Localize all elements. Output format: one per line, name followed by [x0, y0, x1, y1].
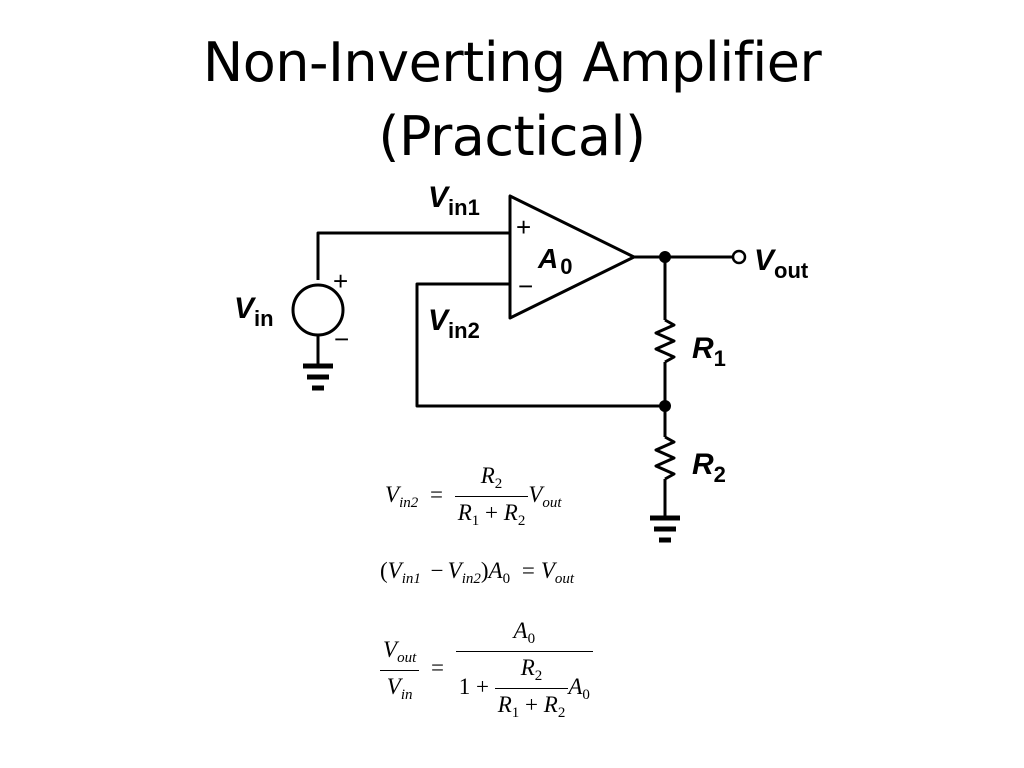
source-minus-sign: − — [334, 324, 349, 354]
slide-title: Non-Inverting Amplifier (Practical) — [0, 26, 1024, 174]
op-amp-icon — [508, 194, 636, 320]
opamp-plus-sign: + — [516, 212, 531, 242]
label-vin2: Vin2 — [428, 304, 480, 343]
resistor-r1-icon — [654, 318, 676, 364]
label-r1: R1 — [692, 332, 726, 371]
equation-vin2: Vin2 = R2 R1 + R2 Vout — [385, 463, 562, 530]
wire-vin2-feedback — [415, 282, 665, 408]
output-terminal-icon — [731, 249, 747, 265]
junction-dot-icon — [659, 251, 671, 263]
fraction: Vout Vin — [380, 637, 420, 704]
ground-icon — [303, 363, 333, 391]
title-line-2: (Practical) — [378, 105, 646, 168]
resistor-r2-icon — [654, 435, 676, 481]
label-r2: R2 — [692, 448, 726, 487]
label-vin: Vin — [234, 292, 274, 331]
fraction: A0 1 + R2 R1 + R2 A0 — [455, 618, 593, 722]
ground-icon — [650, 515, 680, 543]
label-vout: Vout — [754, 244, 809, 283]
junction-dot-icon — [659, 400, 671, 412]
source-plus-sign: + — [333, 266, 348, 296]
label-gain: A0 — [537, 243, 572, 279]
title-line-1: Non-Inverting Amplifier — [202, 31, 822, 94]
label-vin1: Vin1 — [428, 181, 480, 220]
wire-vin1 — [316, 231, 510, 280]
opamp-minus-sign: − — [518, 271, 533, 301]
equation-gain-relation: (Vin1 −Vin2)A0 =Vout — [380, 558, 575, 587]
equation-closed-loop-gain: Vout Vin = A0 1 + R2 R1 + R2 A0 — [380, 618, 593, 722]
fraction: R2 R1 + R2 — [454, 463, 529, 530]
